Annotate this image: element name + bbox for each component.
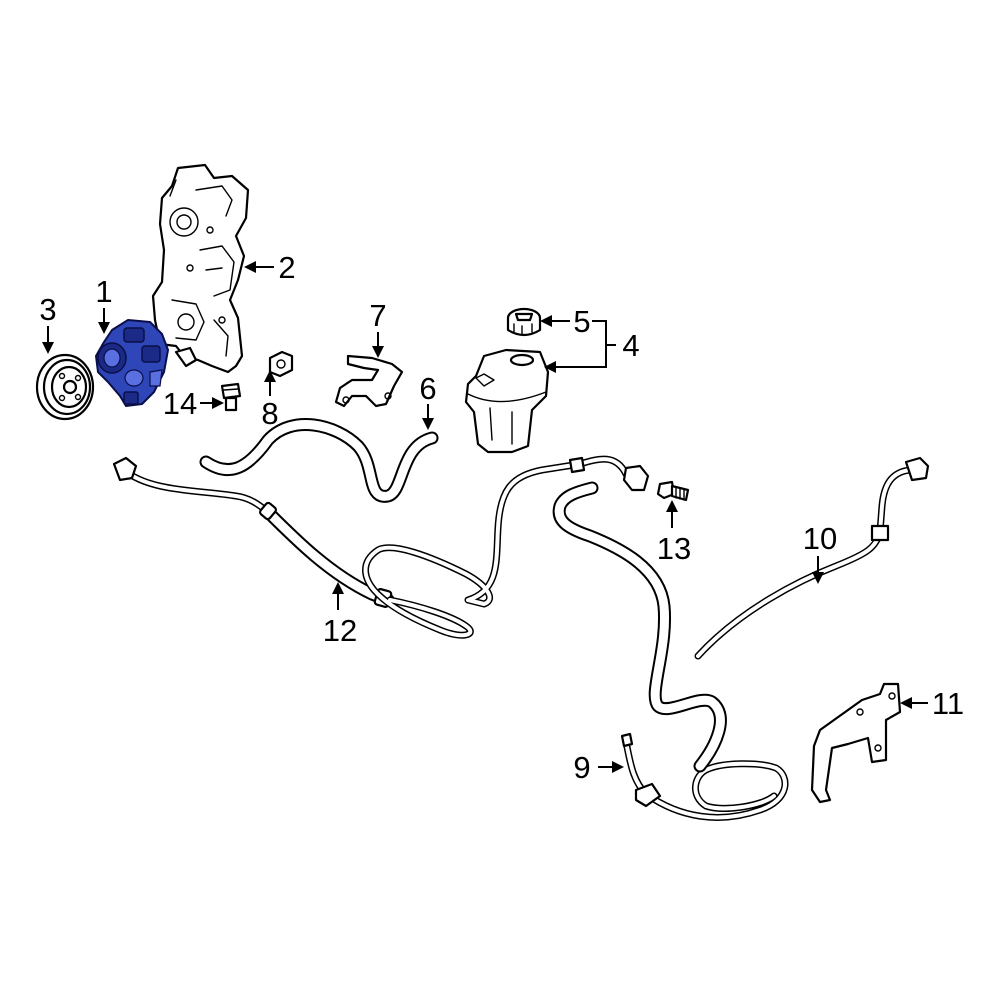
front-cover-part[interactable] [151,163,250,374]
reservoir-part[interactable] [464,348,550,454]
callout-14: 14 [163,386,197,421]
leader-lines [42,261,928,773]
callout-11: 11 [932,686,964,721]
callout-5: 5 [573,304,590,339]
bolt-part-13[interactable] [656,480,690,502]
callout-labels: 1 2 3 4 5 6 7 8 9 10 11 12 13 14 [39,250,964,785]
callout-1: 1 [95,274,112,309]
callout-7: 7 [369,298,386,333]
fitting-part-14[interactable] [220,382,242,412]
reservoir-cap-part[interactable] [506,307,542,337]
callout-6: 6 [419,371,436,406]
return-hose-part-6[interactable] [199,418,439,503]
pulley-part[interactable] [35,353,95,421]
callout-10: 10 [803,521,837,556]
cooler-line-part-10[interactable] [694,456,930,660]
callout-12: 12 [323,613,357,648]
pressure-hose-part-12[interactable] [112,455,650,639]
bracket-part-11[interactable] [810,682,902,804]
power-steering-pump-part[interactable] [95,319,169,407]
callout-4: 4 [622,328,639,363]
return-line-part-9[interactable] [552,481,789,821]
callout-3: 3 [39,292,56,327]
bracket-part-7[interactable] [334,354,404,408]
callout-13: 13 [657,531,691,566]
callout-2: 2 [278,250,295,285]
callout-9: 9 [573,750,590,785]
callout-8: 8 [261,396,278,431]
clip-part-8[interactable] [268,350,294,378]
